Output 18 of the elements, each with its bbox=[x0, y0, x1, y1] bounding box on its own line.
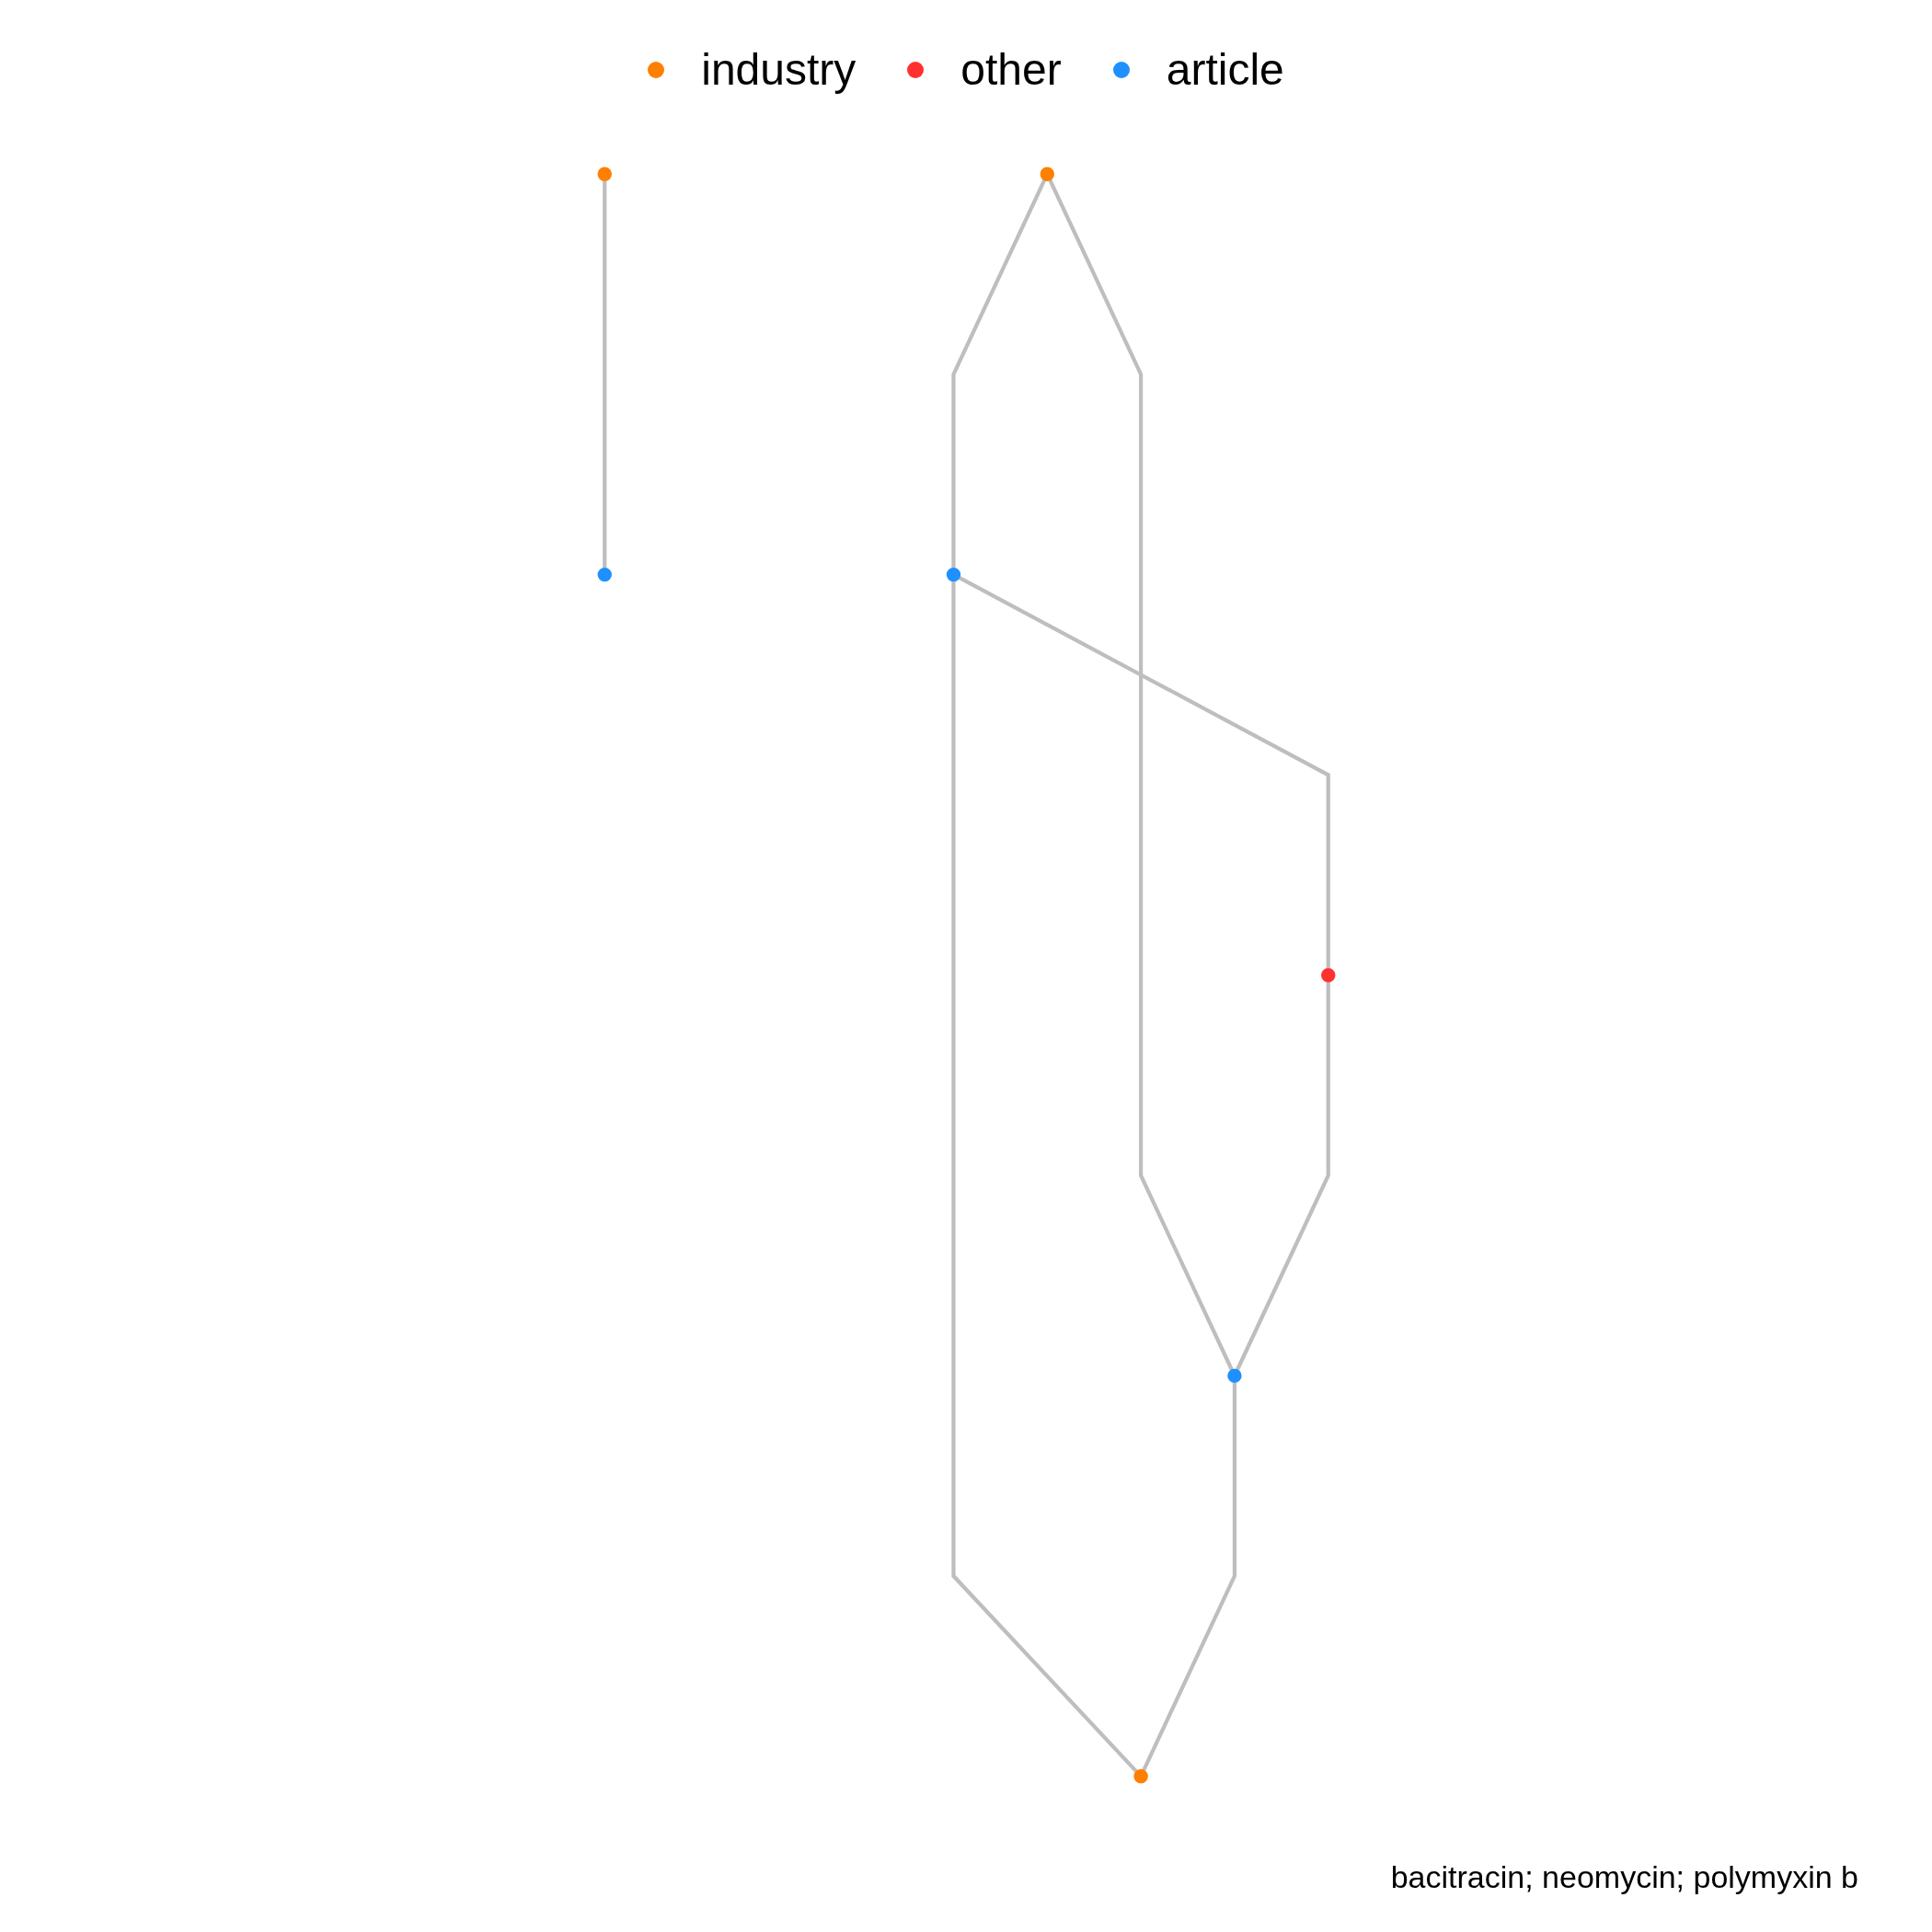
connector bbox=[1047, 178, 1234, 1371]
node-circle bbox=[1040, 167, 1054, 181]
legend-label: industry bbox=[701, 46, 857, 95]
caption: bacitracin; neomycin; polymyxin b bbox=[1390, 1859, 1858, 1895]
node-circle bbox=[946, 567, 960, 582]
connector bbox=[602, 180, 606, 569]
node-circle bbox=[1320, 968, 1335, 983]
legend-label: other bbox=[960, 46, 1062, 95]
connector bbox=[1235, 982, 1330, 1371]
node-circle bbox=[597, 167, 612, 181]
node-circle bbox=[1226, 1368, 1242, 1384]
connector bbox=[958, 576, 1330, 969]
connector bbox=[1141, 1382, 1236, 1772]
legend-label: article bbox=[1166, 46, 1284, 95]
node-circle bbox=[1133, 1769, 1148, 1784]
node-circle bbox=[597, 567, 612, 582]
connector bbox=[950, 581, 1138, 1774]
connector bbox=[950, 178, 1046, 569]
